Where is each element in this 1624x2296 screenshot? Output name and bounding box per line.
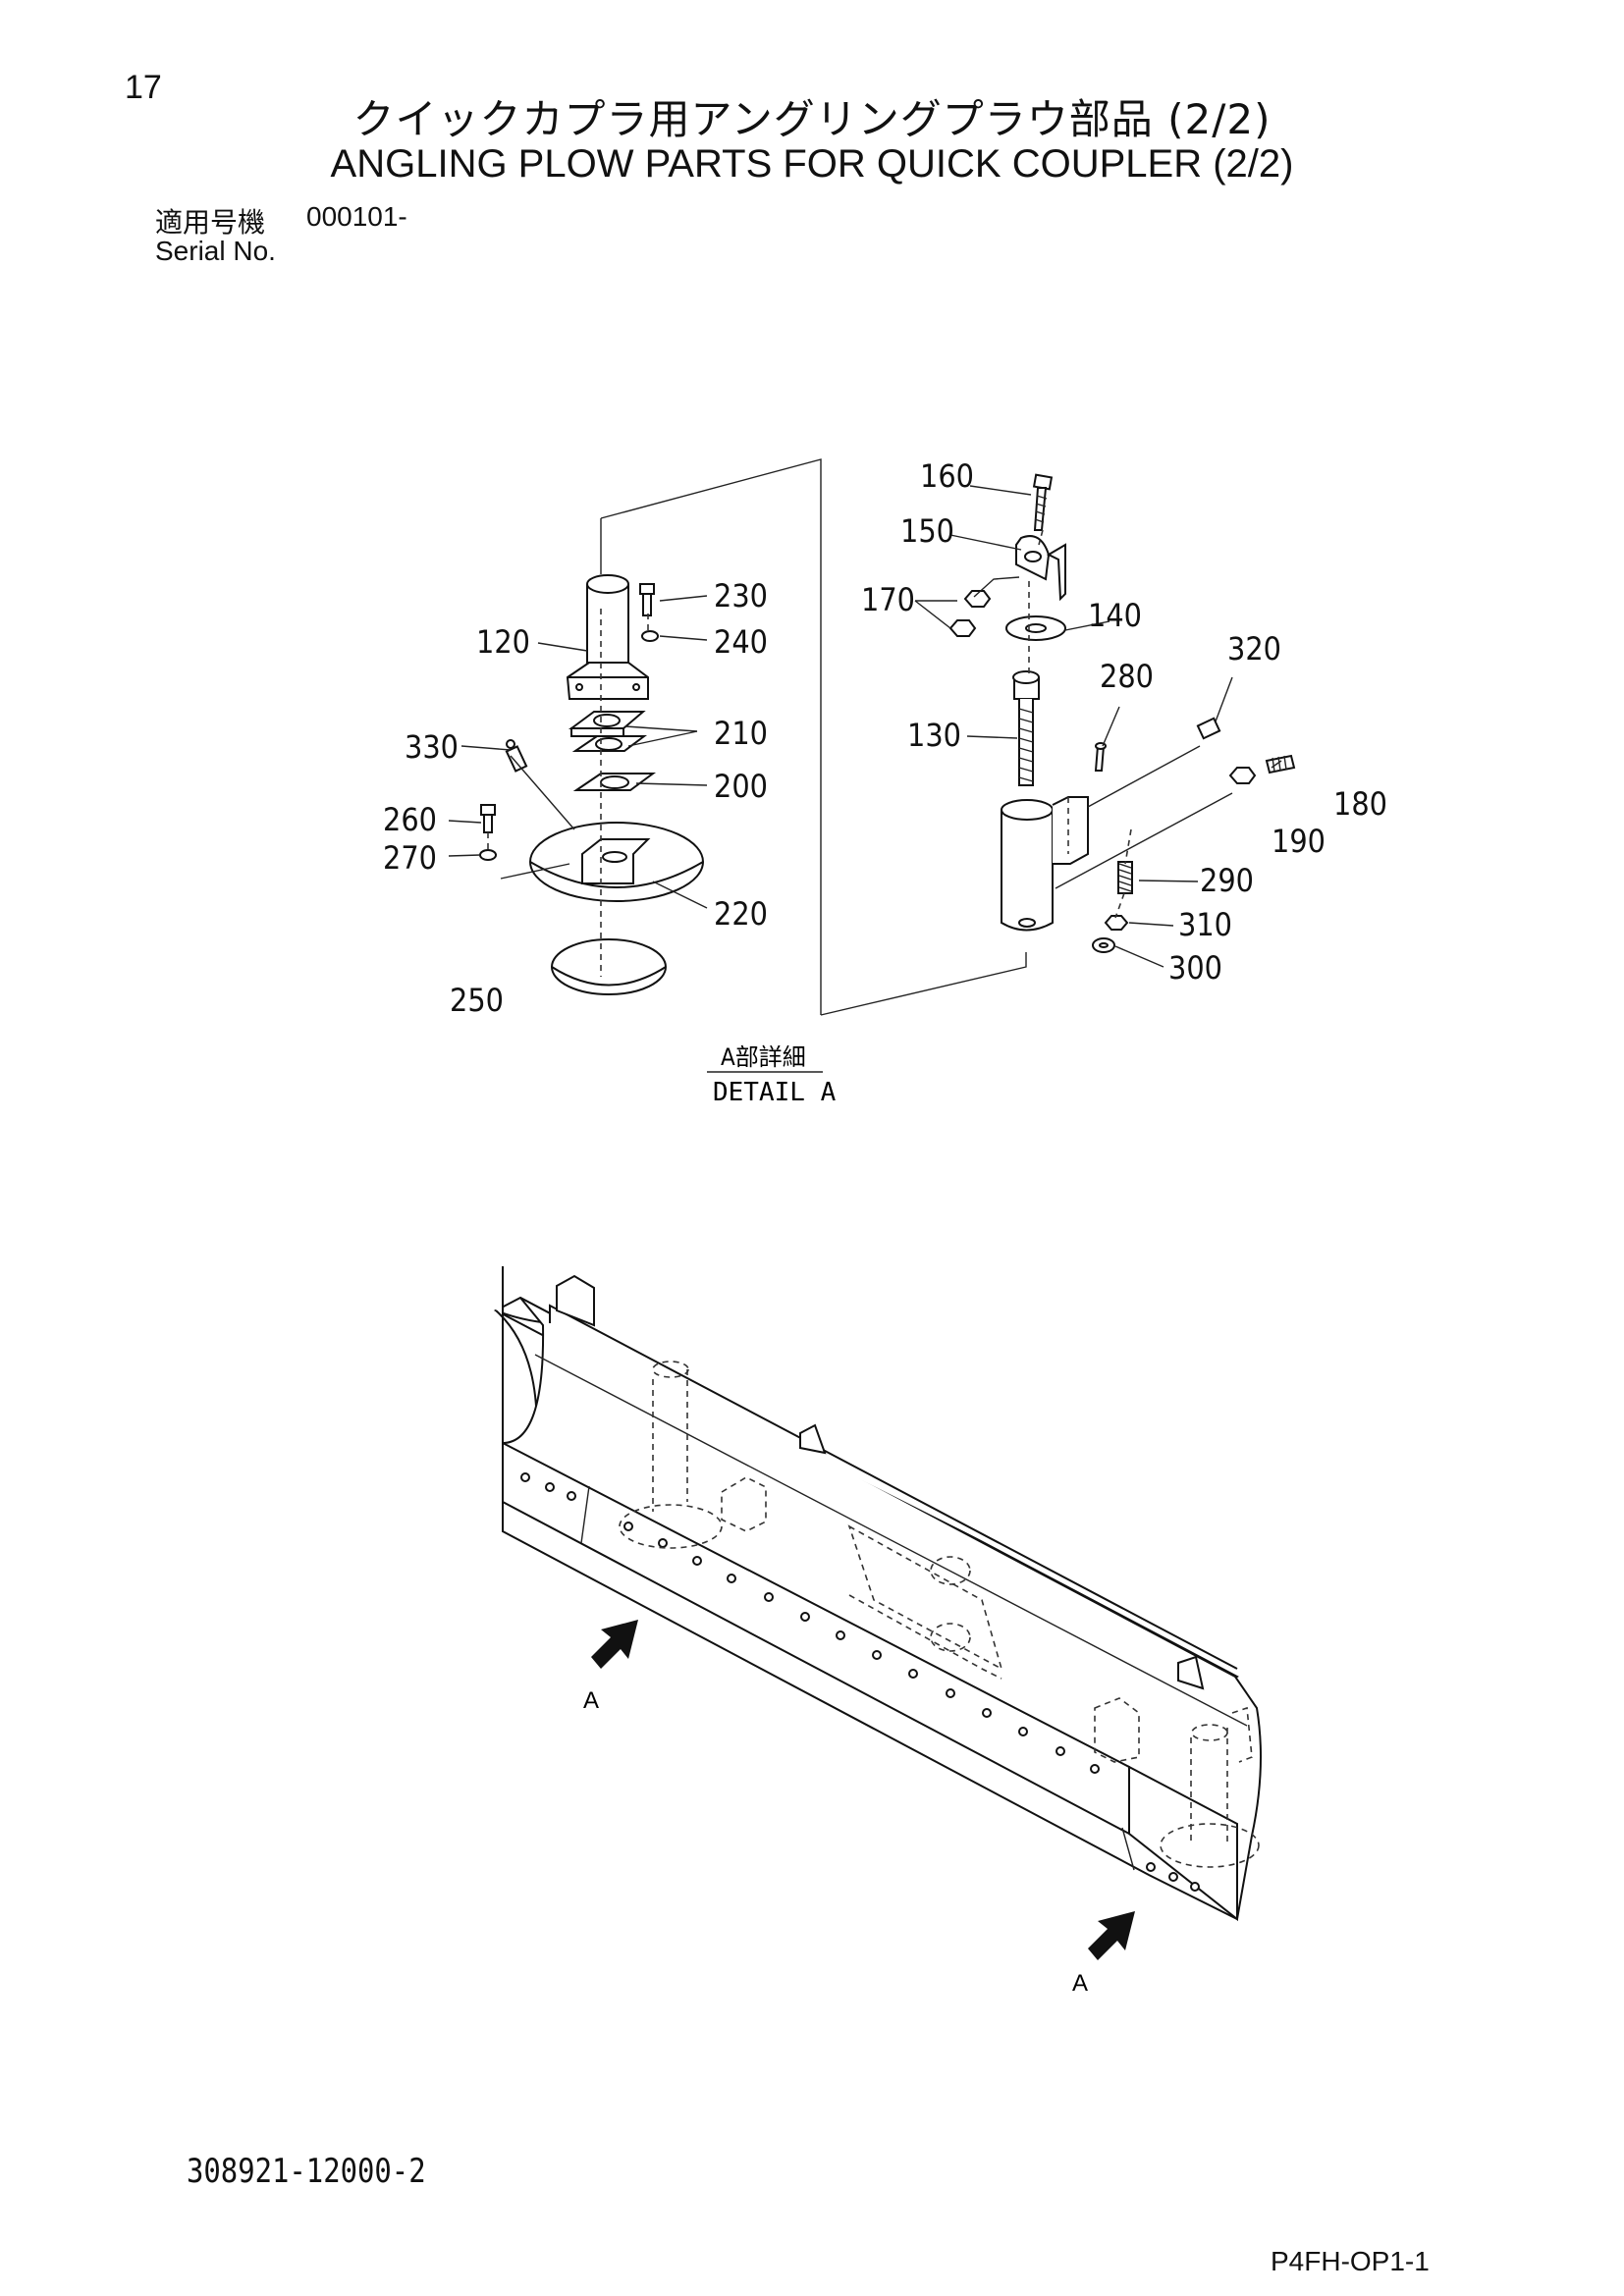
part-320-fitting	[1196, 717, 1221, 740]
callout-250: 250	[450, 982, 504, 1019]
part-270-washer	[479, 849, 497, 861]
serial-label-english: Serial No.	[155, 236, 276, 266]
part-180-bolt	[1265, 754, 1296, 774]
callout-330: 330	[405, 728, 459, 766]
callout-200: 200	[714, 768, 768, 805]
detail-arrow-a-lower: A	[1072, 1911, 1135, 1997]
arrow-label-a-lower: A	[1072, 1970, 1088, 1997]
callout-210: 210	[714, 715, 768, 752]
part-190-nut	[1228, 767, 1257, 784]
callout-130: 130	[907, 717, 961, 754]
plow-blade	[493, 1266, 1262, 1922]
serial-label-japanese: 適用号機	[155, 206, 266, 239]
left-leader-lines	[448, 595, 708, 977]
part-130-threaded-rod	[1012, 670, 1040, 786]
callout-220: 220	[714, 895, 768, 933]
arrow-icon	[591, 1620, 638, 1669]
page-number: 17	[125, 69, 162, 106]
callout-300: 300	[1168, 949, 1222, 987]
part-140-washer	[1005, 615, 1066, 641]
arrow-icon	[1088, 1911, 1135, 1960]
page-title-english: ANGLING PLOW PARTS FOR QUICK COUPLER (2/…	[330, 142, 1294, 186]
part-200-plate	[572, 773, 657, 791]
serial-number-value: 000101-	[306, 201, 407, 232]
callout-170: 170	[861, 581, 915, 618]
document-number: 308921-12000-2	[187, 2152, 426, 2191]
detail-label-english: DETAIL A	[713, 1078, 837, 1107]
callout-290: 290	[1200, 862, 1254, 899]
part-170-nuts	[948, 590, 992, 637]
callout-150: 150	[900, 512, 954, 550]
callout-120: 120	[476, 623, 530, 661]
part-330-grease-fitting	[505, 739, 528, 773]
part-160-bolt	[1032, 473, 1054, 531]
callout-160: 160	[920, 457, 974, 495]
part-210-shims	[568, 711, 647, 752]
page-title-japanese: クイックカプラ用アングリングプラウ部品 (2/2)	[352, 95, 1272, 143]
callout-280: 280	[1100, 658, 1154, 695]
cutting-edge-bolt-holes	[520, 1472, 1200, 1892]
part-250-cover	[551, 938, 667, 995]
detail-label-japanese: A部詳細	[721, 1043, 806, 1071]
callout-180: 180	[1333, 785, 1387, 823]
part-120-pivot-tube	[566, 574, 649, 700]
part-150-bracket	[1015, 535, 1066, 602]
part-310-nut	[1104, 915, 1129, 931]
hidden-swivel-assemblies	[619, 1361, 1260, 1868]
swivel-housing	[1001, 796, 1089, 932]
callout-230: 230	[714, 577, 768, 614]
right-leader-lines	[914, 485, 1282, 968]
callout-260: 260	[383, 801, 437, 838]
callout-labels: 160 150 170 140 320 280 130 180 190 290 …	[383, 457, 1387, 1019]
part-230-bolt	[639, 583, 655, 616]
callout-190: 190	[1272, 823, 1326, 860]
part-290-spring	[1117, 861, 1133, 894]
callout-320: 320	[1227, 630, 1281, 667]
page-code: P4FH-OP1-1	[1271, 2246, 1430, 2276]
detail-arrow-a-upper: A	[583, 1620, 638, 1714]
callout-310: 310	[1178, 906, 1232, 943]
callout-140: 140	[1088, 597, 1142, 634]
detail-a-frame-lines	[600, 458, 1027, 1016]
part-240-washer	[641, 630, 659, 642]
part-260-bolt	[480, 804, 496, 833]
part-300-washer	[1092, 937, 1115, 953]
callout-270: 270	[383, 839, 437, 877]
callout-240: 240	[714, 623, 768, 661]
part-280-grease-fitting	[1094, 742, 1107, 772]
part-220-base-plate	[529, 822, 704, 902]
arrow-label-a-upper: A	[583, 1687, 599, 1714]
